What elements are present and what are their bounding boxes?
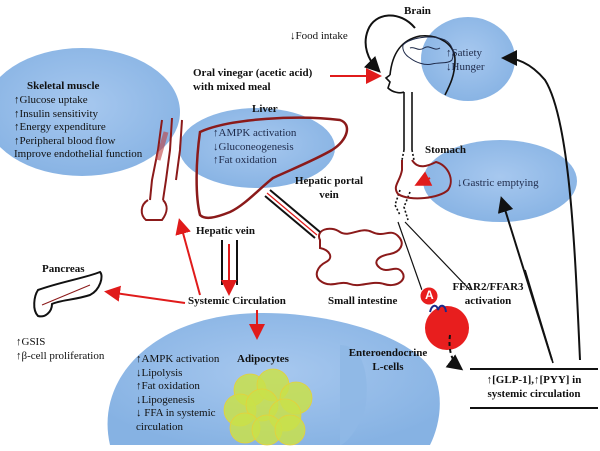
ligand-letter: A [425, 288, 434, 302]
adipocyte-cluster [223, 368, 313, 446]
liver-effect: ↓Gluconeogenesis [213, 140, 294, 153]
hormones-label: ↑[GLP-1],↑[PYY] in systemic circulation [474, 374, 594, 401]
stomach-title: Stomach [425, 144, 466, 156]
gastric-emptying-label: ↓Gastric emptying [457, 177, 539, 189]
ffar-label: FFAR2/FFAR3 activation [440, 281, 536, 308]
liver-effect: ↑AMPK activation [213, 127, 297, 139]
ffar-line: FFAR2/FFAR3 [452, 281, 524, 293]
portal-vein-line: vein [319, 188, 339, 201]
oral-input-line: with mixed meal [193, 80, 271, 93]
adipocyte-effect: ↓Lipolysis [136, 366, 183, 379]
oral-input-line: Oral vinegar (acetic acid) [193, 67, 313, 79]
liver-outline [195, 116, 349, 220]
pancreas-title: Pancreas [42, 263, 85, 275]
l-cells-label: Enteroendocrine L-cells [340, 347, 436, 374]
skeletal-muscle-bubble [0, 48, 180, 176]
muscle-effect: ↑Peripheral blood flow [14, 134, 116, 147]
pancreas-effect: ↑GSIS [16, 336, 46, 348]
systemic-circulation-label: Systemic Circulation [188, 295, 286, 307]
l-cells-line: Enteroendocrine [348, 347, 428, 359]
muscle-effect: Improve endothelial function [14, 148, 143, 160]
ffar-line: activation [464, 294, 512, 307]
l-cells-bubble [340, 345, 367, 445]
muscle-effect: ↑Insulin sensitivity [14, 107, 99, 120]
l-cell [425, 306, 469, 350]
hepatic-vein-label: Hepatic vein [196, 225, 255, 237]
brain-effect: ↑Satiety [446, 47, 483, 59]
brain-bubble [421, 17, 515, 101]
hormones-to-brain-arrow [501, 50, 581, 361]
receptor-icon [429, 304, 447, 313]
brain-title: Brain [404, 5, 431, 17]
adipocyte-effect: ↓ FFA in systemic [136, 407, 216, 419]
hormones-line: ↑[GLP-1],↑[PYY] in [486, 374, 582, 386]
portal-vein-line: Hepatic portal [294, 175, 364, 187]
l-cells-line: L-cells [372, 360, 404, 373]
adipocytes-effects: ↑AMPK activation ↓Lipolysis ↑Fat oxidati… [136, 353, 219, 434]
adipocyte-effect: ↓Lipogenesis [136, 393, 195, 406]
liver-effects: ↑AMPK activation ↓Gluconeogenesis ↑Fat o… [213, 127, 296, 168]
pancreas-effects: ↑GSIS ↑β-cell proliferation [16, 336, 104, 363]
muscle-effect: ↑Glucose uptake [14, 94, 88, 106]
brain-effect: ↓Hunger [446, 60, 485, 73]
brain-feedback-arrow [363, 14, 416, 73]
ligand-a [419, 286, 439, 306]
pancreas-outline [33, 270, 103, 318]
stomach-arrow [414, 171, 433, 186]
food-intake-label: ↓Food intake [290, 30, 348, 42]
brain-effects: ↑Satiety ↓Hunger [446, 47, 485, 74]
pancreas-effect: ↑β-cell proliferation [16, 349, 105, 362]
liver-title: Liver [252, 103, 278, 115]
muscle-effect: ↑Energy expenditure [14, 121, 106, 133]
hormones-line: systemic circulation [487, 387, 581, 400]
small-intestine-label: Small intestine [328, 295, 398, 307]
small-intestine-outline [315, 227, 405, 287]
circulation-to-muscle-arrow [175, 218, 201, 296]
liver-effect: ↑Fat oxidation [213, 154, 277, 166]
adipocytes-title: Adipocytes [237, 353, 289, 365]
stomach-bubble [423, 140, 577, 222]
adipocyte-effect: ↑Fat oxidation [136, 380, 200, 392]
adipocyte-effect: circulation [136, 420, 184, 433]
circulation-to-pancreas-arrow [104, 285, 186, 304]
l-cell-secretion-arrow [445, 334, 464, 371]
stomach-outline [394, 159, 452, 200]
brain-illustration [402, 36, 454, 65]
skeletal-muscle-effects: ↑Glucose uptake ↑Insulin sensitivity ↑En… [14, 94, 142, 162]
adipocyte-effect: ↑AMPK activation [136, 353, 220, 365]
skeletal-muscle-title: Skeletal muscle [27, 80, 100, 92]
arm-illustration [140, 117, 183, 221]
hepatic-portal-vein-label: Hepatic portal vein [283, 175, 375, 202]
oral-vinegar-label: Oral vinegar (acetic acid) with mixed me… [193, 67, 312, 94]
